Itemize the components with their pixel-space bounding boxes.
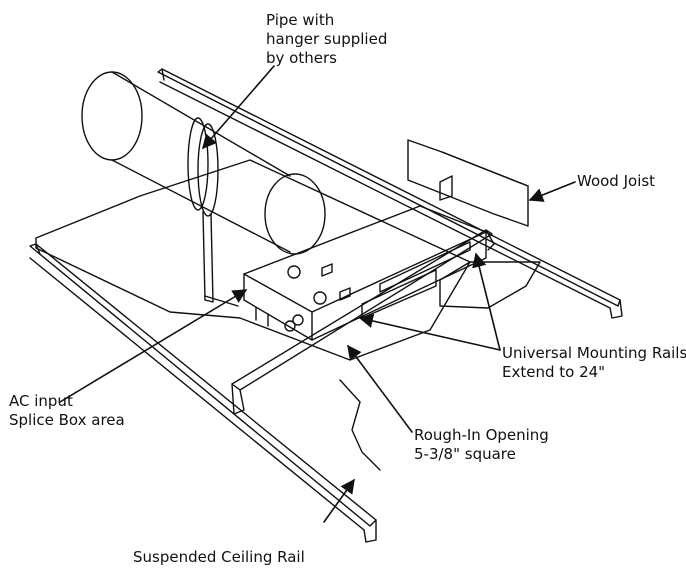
universal-mounting-rails [231,229,495,415]
rough-in-label-line-2: 5-3/8" square [414,445,516,463]
leader-lines [59,65,576,523]
ceiling-tile [35,159,471,361]
pipe-leader [202,65,275,150]
rough-in-label-line-1: Rough-In Opening [414,426,549,444]
mounting-rails-label-line-2: Extend to 24" [502,363,606,381]
joist-leader [528,181,576,202]
mounting-rails-label-line-1: Universal Mounting Rails [502,344,686,362]
wood-joist-label: Wood Joist [577,172,655,191]
rough-leader [347,344,413,433]
wood-joist-label-text: Wood Joist [577,172,656,190]
ac-input-label-line-2: Splice Box area [9,411,125,429]
ceiling-rail-label-text: Suspended Ceiling Rail [133,548,305,566]
pipe-label: Pipe with hanger supplied by others [266,11,387,68]
ac-leader [59,289,248,403]
ceiling-rail-label: Suspended Ceiling Rail [133,548,305,567]
mounting-rails-label: Universal Mounting Rails Extend to 24" [502,344,686,382]
pipe-label-line-2: hanger supplied [266,30,388,48]
rough-in-opening [339,261,541,471]
pipe-label-line-1: Pipe with [266,11,335,29]
pipe-label-line-3: by others [266,49,337,67]
rough-in-label: Rough-In Opening 5-3/8" square [414,426,549,464]
rails-leader-2 [358,313,501,351]
wood-joist [407,139,529,227]
ac-input-label-line-1: AC input [9,392,73,410]
back-ceiling-rail [157,68,623,319]
front-ceiling-rail [29,243,377,543]
pipe-hanger-strap [202,211,239,307]
rails-leader-1 [472,252,501,351]
ceiling-leader [323,478,355,523]
ac-input-label: AC input Splice Box area [9,392,125,430]
